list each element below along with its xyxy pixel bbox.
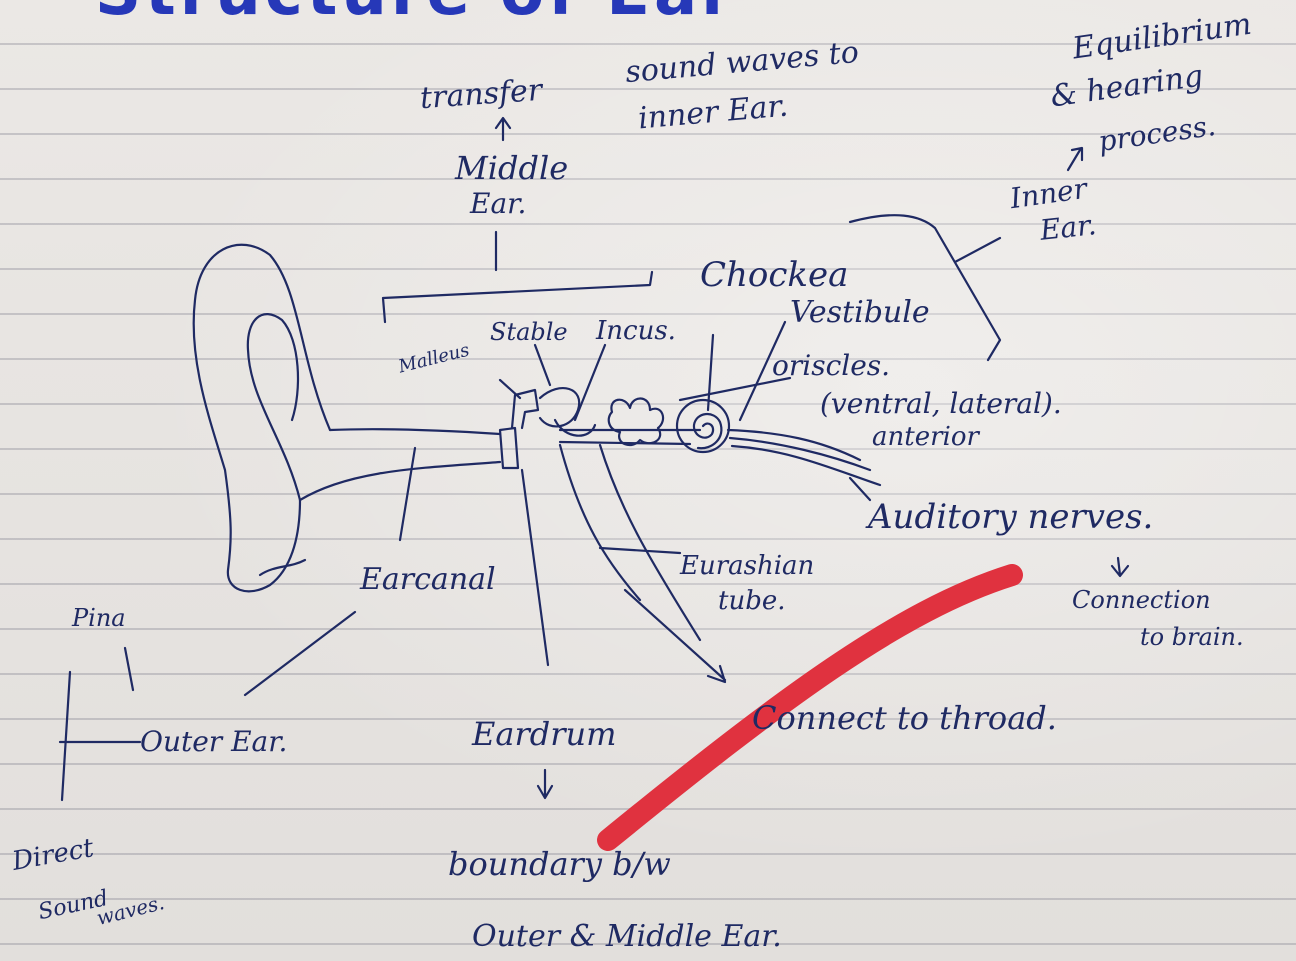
outer-ear-label: Outer Ear. — [140, 728, 287, 756]
inner-ear-stem — [955, 238, 1000, 262]
pinna-outline — [194, 245, 330, 592]
eardrum-leader — [522, 470, 548, 665]
malleus-leader — [500, 380, 520, 398]
eardrum-label: Eardrum — [472, 718, 616, 750]
stapes-label: Stable — [490, 320, 568, 344]
inner-ear-label-2: Ear. — [1039, 211, 1098, 245]
nerve-function-label-2: to brain. — [1140, 625, 1244, 649]
auditory-nerves-label: Auditory nerves. — [868, 500, 1153, 534]
vestibule-label: Vestibule — [790, 298, 930, 328]
nerve-function-label: Connection — [1072, 588, 1211, 612]
middle-ear-label: Middle — [455, 152, 568, 184]
pinna-inner-fold — [248, 314, 300, 500]
eardrum-function-label: boundary b/w — [448, 848, 671, 880]
eardrum-membrane — [500, 428, 518, 468]
pinna-leader — [125, 648, 133, 690]
eustachian-tube-label-2: tube. — [718, 588, 786, 614]
ear-canal-lower — [300, 462, 500, 500]
ossicles-detail-label: (ventral, lateral). — [820, 390, 1062, 418]
transfer-arrow — [496, 118, 510, 140]
cochlea-spiral — [694, 414, 721, 448]
pinna-label: Pina — [72, 606, 126, 630]
eustachian-tube — [560, 445, 700, 640]
middle-ear-function-label: transfer — [419, 76, 543, 114]
eardrum-arrow — [538, 770, 552, 798]
middle-ear-bracket — [383, 272, 652, 322]
ossicles-detail-label-2: anterior — [872, 424, 979, 450]
ear-canal-upper — [330, 429, 500, 434]
vestibule-loops — [609, 398, 663, 445]
eustachian-leader — [600, 548, 680, 553]
stapes-leader — [535, 345, 550, 385]
throat-arrow — [625, 590, 725, 682]
incus-label: Incus. — [596, 318, 676, 344]
outer-ear-leader — [245, 612, 355, 695]
nerve-arrow — [1112, 558, 1128, 576]
inner-ear-bracket — [850, 215, 1000, 360]
cochlea-leader — [708, 335, 713, 410]
throat-label: Connect to throad. — [752, 702, 1057, 734]
middle-ear-label-2: Ear. — [470, 190, 526, 218]
eustachian-tube-label: Eurashian — [680, 553, 814, 579]
outer-ear-brace — [60, 672, 140, 800]
ear-canal-label: Earcanal — [360, 565, 496, 595]
stapes-shape — [555, 420, 595, 436]
cochlea-label: Chockea — [700, 258, 848, 292]
ear-canal-leader — [400, 448, 415, 540]
ossicles-label: oriscles. — [772, 352, 890, 380]
inner-ear-arrow — [1068, 148, 1082, 170]
incus-leader — [575, 345, 605, 420]
eardrum-function-label-2: Outer & Middle Ear. — [472, 922, 782, 952]
auditory-nerve-fibres — [728, 430, 880, 485]
incus-shape — [540, 388, 579, 426]
